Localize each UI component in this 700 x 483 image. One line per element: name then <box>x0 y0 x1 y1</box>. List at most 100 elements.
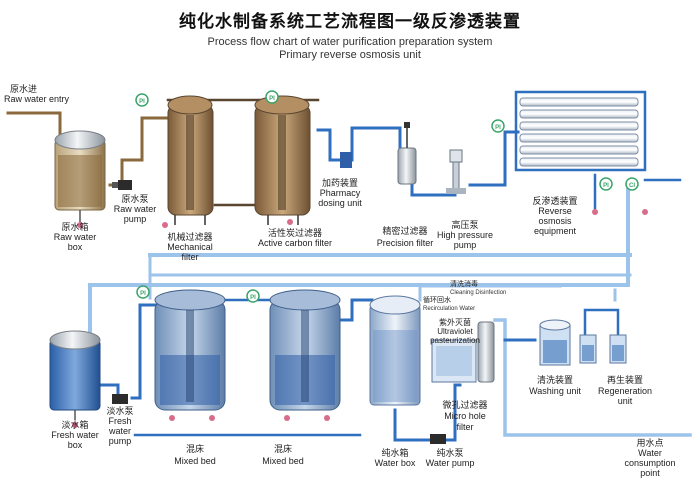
consumption-label-en2: consumption <box>624 458 676 468</box>
washing-unit <box>539 319 571 366</box>
pipe-recirc <box>418 284 562 302</box>
uv-label-en1: Ultraviolet <box>437 327 473 336</box>
pipe-hp-to-ro <box>468 130 520 187</box>
hp-pump-label-en1: High pressure <box>436 230 494 240</box>
pressure-gauge-icon: PI <box>135 93 149 107</box>
pure-water-tank <box>369 295 421 406</box>
pure-pump-label-en: Water pump <box>425 458 475 468</box>
uv-label-en2: pasteurization <box>430 336 480 345</box>
pipe-raw-entry <box>6 111 62 142</box>
pipe-precision-to-hp <box>410 178 457 197</box>
hp-pump-label-en2: pump <box>453 240 477 250</box>
fresh-water-tank <box>49 330 101 428</box>
micro-label-en1: Micro hole <box>444 411 486 421</box>
carbon-filter-label-zh: 活性炭过滤器 <box>267 228 322 238</box>
pharmacy-label-zh: 加药装置 <box>321 178 358 188</box>
raw-box-label-en2: box <box>67 242 83 252</box>
ro-membrane-tube <box>519 157 639 167</box>
gauge-label: PI <box>603 183 609 189</box>
consumption-label-zh: 用水点 <box>636 438 664 448</box>
raw-pump-label-en1: Raw water <box>113 204 157 214</box>
ro-label-en2: osmosis <box>538 216 572 226</box>
raw-entry-label-zh: 原水进 <box>10 84 38 94</box>
fresh-pump-label-en3: pump <box>108 436 132 446</box>
regen-label-en1: Regeneration <box>597 386 653 396</box>
mixed-bed-1 <box>154 289 226 421</box>
raw-box-label-zh: 原水箱 <box>61 222 89 232</box>
pipe-pump-to-bed <box>130 303 162 400</box>
ro-membrane-tube <box>519 97 639 107</box>
ro-membrane-tube <box>519 145 639 155</box>
gauge-label: PI <box>495 125 501 131</box>
precision-label-en: Precision filter <box>376 238 434 248</box>
fresh-box-label-zh: 淡水箱 <box>61 420 89 430</box>
raw-pump-label-zh: 原水泵 <box>121 194 149 204</box>
micro-hole-filter <box>477 321 495 383</box>
fresh-box-label-en1: Fresh water <box>51 430 99 440</box>
fresh-water-pump <box>112 394 128 404</box>
micro-label-en2: filter <box>456 422 474 432</box>
recirc-label-zh: 循环回水 <box>423 297 451 304</box>
ro-membrane-tube <box>519 133 639 143</box>
fresh-pump-label-zh: 淡水泵 <box>106 406 134 416</box>
pressure-gauge-icon: PI <box>265 90 279 104</box>
diagram-subtitle-en: Primary reverse osmosis unit <box>279 49 421 61</box>
pure-water-pump <box>430 434 446 444</box>
pressure-gauge-icon: PI <box>599 177 613 191</box>
cleaning-label-en: Cleaning Disinfection <box>450 290 507 296</box>
dosing-unit <box>340 152 352 168</box>
consumption-label-en1: Water <box>638 448 662 458</box>
pipe-dosing-to-precision <box>350 126 402 162</box>
pipework <box>6 90 692 442</box>
pressure-gauge-icon: PI <box>136 285 150 299</box>
pressure-gauge-icon: PI <box>491 119 505 133</box>
pipe-micro-out <box>493 318 692 437</box>
fresh-box-label-en2: box <box>67 440 83 450</box>
precision-filter <box>397 122 417 185</box>
high-pressure-pump <box>446 149 466 194</box>
raw-water-tank <box>54 130 106 228</box>
conductivity-label: CI <box>629 183 635 189</box>
diagram-title-zh: 纯化水制备系统工艺流程图一级反渗透装置 <box>179 12 521 31</box>
ro-membrane-tube <box>519 109 639 119</box>
raw-entry-label-en: Raw water entry <box>4 94 70 104</box>
pipe-regen <box>583 308 620 347</box>
micro-label-zh: 微孔过滤器 <box>442 400 488 410</box>
carbon-filter-label-en: Active carbon filter <box>257 238 333 248</box>
ro-label-en1: Reverse <box>538 206 572 216</box>
pipe-pure-loop <box>443 383 462 442</box>
fresh-pump-label-en1: Fresh <box>108 416 132 426</box>
mixed-bed-2-label-en: Mixed bed <box>262 456 304 466</box>
pharmacy-label-en2: dosing unit <box>318 198 362 208</box>
ro-membrane-tube <box>519 121 639 131</box>
regen-label-en2: unit <box>617 396 633 406</box>
gauge-label: PI <box>269 96 275 102</box>
ro-membranes <box>519 97 639 167</box>
diagram-title-en: Process flow chart of water purification… <box>207 36 493 48</box>
recirc-label-en: Recirculation Water <box>423 306 476 312</box>
pipe-carbon-out <box>316 128 344 162</box>
uv-label-zh: 紫外灭菌 <box>439 318 471 327</box>
regen-label-zh: 再生装置 <box>606 375 643 385</box>
mixed-bed-2-label-zh: 混床 <box>273 444 292 454</box>
consumption-label-en3: point <box>640 468 660 478</box>
pipe-ro-to-fresh <box>88 188 630 342</box>
mechanical-filter <box>162 95 214 228</box>
mixed-bed-1-label-en: Mixed bed <box>174 456 216 466</box>
raw-water-pump <box>112 180 132 190</box>
pipe-mech-to-carbon <box>213 118 258 207</box>
conductivity-meter-icon: CI <box>625 177 639 191</box>
ro-label-zh: 反渗透装置 <box>532 196 578 206</box>
raw-pump-label-en2: pump <box>123 214 147 224</box>
pipe-bed-to-pure <box>338 298 374 322</box>
washing-label-zh: 清洗装置 <box>536 375 573 385</box>
ro-label-en3: equipment <box>533 226 577 236</box>
mech-filter-label-zh: 机械过滤器 <box>167 232 213 242</box>
pure-box-label-en: Water box <box>374 458 416 468</box>
pressure-gauge-icon: PI <box>246 289 260 303</box>
gauge-label: PI <box>140 291 146 297</box>
hp-pump-label-zh: 高压泵 <box>451 220 479 230</box>
cleaning-label-zh: 清洗消毒 <box>450 281 478 288</box>
